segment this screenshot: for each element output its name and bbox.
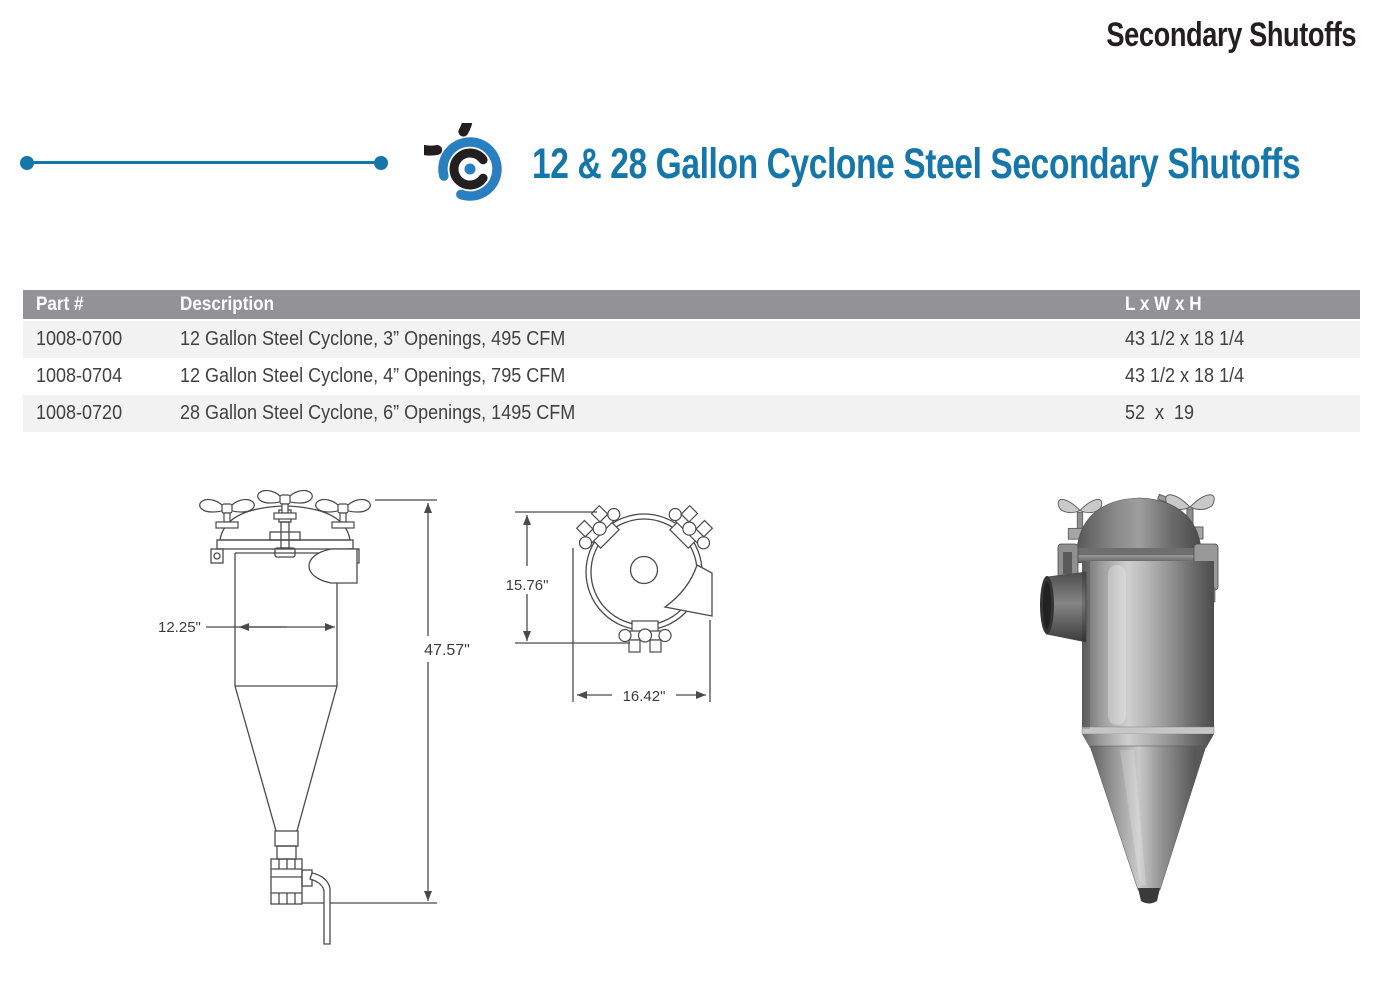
center-hole <box>629 555 659 585</box>
photo-body-cylinder <box>1082 561 1214 729</box>
front-view-vessel <box>210 505 360 945</box>
cyclone-logo-icon <box>424 123 502 201</box>
cone-left <box>234 685 277 832</box>
photo-cone-tip <box>1138 888 1160 904</box>
photo-cone-highlight <box>1120 750 1146 885</box>
photo-inlet-bore <box>1043 581 1051 629</box>
photo-shoulder <box>1082 734 1214 748</box>
part-description: 12 Gallon Steel Cyclone, 4” Openings, 79… <box>180 365 566 387</box>
logo-center-dot <box>464 163 476 175</box>
dim-depth-label: 15.76" <box>506 577 549 594</box>
part-dimensions: 43 1/2 x 18 1/4 <box>1125 328 1245 350</box>
cone-right <box>296 685 338 832</box>
table-row: 1008-0720 28 Gallon Steel Cyclone, 6” Op… <box>23 395 1360 432</box>
photo-lid-rim <box>1070 548 1210 555</box>
photo-left-shadow <box>1082 561 1090 729</box>
part-dimensions: 52 x 19 <box>1125 402 1195 424</box>
product-photo <box>1040 493 1219 904</box>
dim-height-label: 47.57" <box>424 642 470 659</box>
photo-lid-band <box>1074 555 1206 563</box>
page-header: Secondary Shutoffs <box>1106 16 1356 54</box>
table-row: 1008-0700 12 Gallon Steel Cyclone, 3” Op… <box>23 321 1360 358</box>
part-description: 12 Gallon Steel Cyclone, 3” Openings, 49… <box>180 328 566 350</box>
accent-rule <box>20 155 388 170</box>
dim-across-label: 16.42" <box>623 688 666 705</box>
dim-width-label: 12.25" <box>158 619 201 636</box>
part-dimensions: 43 1/2 x 18 1/4 <box>1125 365 1245 387</box>
parts-table: Part # Description L x W x H 1008-0700 1… <box>23 290 1360 432</box>
part-description: 28 Gallon Steel Cyclone, 6” Openings, 14… <box>180 402 576 424</box>
photo-clamp-left-slot <box>1063 552 1072 574</box>
outlet-port-top <box>663 564 713 617</box>
rule-dot-left <box>20 155 34 170</box>
col-header-dimensions: L x W x H <box>1125 293 1202 315</box>
part-number: 1008-0720 <box>36 402 123 424</box>
logo-inner-c <box>449 148 488 190</box>
top-view-drawing: 15.76" 16.42" <box>506 497 721 705</box>
col-header-description: Description <box>180 293 275 315</box>
table-row: 1008-0704 12 Gallon Steel Cyclone, 4” Op… <box>23 358 1360 395</box>
photo-seam-ring <box>1081 726 1215 735</box>
front-view-drawing: 12.25" 47.57" <box>158 489 470 945</box>
valve-handle <box>309 872 331 945</box>
photo-dome-lid <box>1076 497 1202 550</box>
top-view-dimension-lines <box>515 511 711 702</box>
logo-middle-arc <box>438 137 502 201</box>
col-header-part: Part # <box>36 293 84 315</box>
table-header-row: Part # Description L x W x H <box>23 290 1360 321</box>
photo-highlight <box>1108 565 1126 725</box>
part-number: 1008-0700 <box>36 328 123 350</box>
photo-cone <box>1089 745 1207 894</box>
outlet-port <box>308 548 358 584</box>
part-number: 1008-0704 <box>36 365 123 387</box>
page-title: 12 & 28 Gallon Cyclone Steel Secondary S… <box>532 140 1301 188</box>
rule-dot-right <box>374 155 388 170</box>
